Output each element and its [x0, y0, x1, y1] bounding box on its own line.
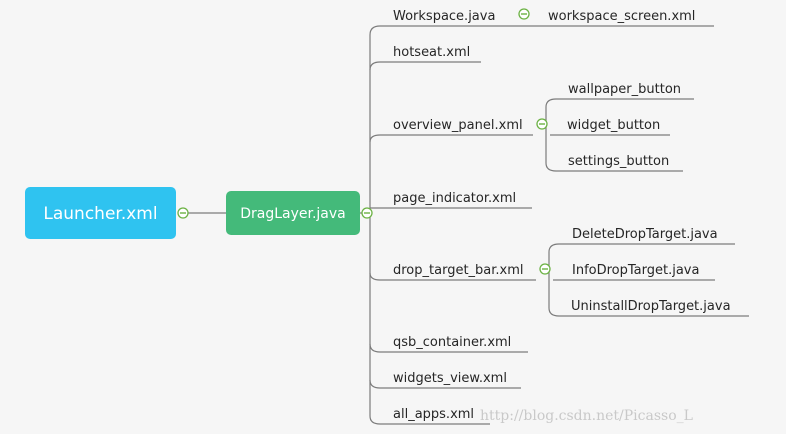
connector-all-apps — [369, 415, 490, 425]
root-node[interactable]: Launcher.xml — [25, 187, 176, 239]
connector-hotseat — [369, 61, 481, 71]
connector-settings-button — [545, 162, 683, 172]
leaf-wallpaper-button[interactable]: wallpaper_button — [568, 82, 681, 97]
branch-widgets-view-xml[interactable]: widgets_view.xml — [393, 371, 507, 386]
root-node-label: Launcher.xml — [43, 204, 157, 224]
circle-minus-icon[interactable] — [177, 207, 189, 219]
draglayer-node-label: DragLayer.java — [240, 206, 346, 222]
circle-minus-icon[interactable] — [536, 118, 548, 130]
draglayer-node-box[interactable] — [226, 191, 360, 235]
branch-qsb-container-xml[interactable]: qsb_container.xml — [393, 335, 511, 350]
circle-minus-icon[interactable] — [539, 263, 551, 275]
root-node-box[interactable] — [25, 187, 176, 239]
leaf-settings-button[interactable]: settings_button — [568, 154, 669, 169]
circle-minus-icon[interactable] — [518, 8, 530, 20]
branch-overview-panel-xml[interactable]: overview_panel.xml — [393, 118, 523, 133]
connector-wallpaper-button — [545, 98, 694, 108]
leaf-widget-button[interactable]: widget_button — [567, 118, 660, 133]
leaf-info-drop-target-java[interactable]: InfoDropTarget.java — [572, 263, 699, 278]
collapse-toggles — [177, 8, 551, 275]
circle-minus-icon[interactable] — [361, 207, 373, 219]
leaf-labels: workspace_screen.xml wallpaper_button wi… — [548, 9, 731, 314]
branch-labels: Workspace.java hotseat.xml overview_pane… — [393, 9, 524, 422]
leaf-delete-drop-target-java[interactable]: DeleteDropTarget.java — [572, 227, 718, 242]
leaf-workspace-screen-xml[interactable]: workspace_screen.xml — [548, 9, 695, 24]
branch-page-indicator-xml[interactable]: page_indicator.xml — [393, 191, 516, 206]
connector-workspace — [369, 25, 527, 36]
connectors — [187, 25, 749, 425]
branch-drop-target-bar-xml[interactable]: drop_target_bar.xml — [393, 263, 524, 278]
watermark: http://blog.csdn.net/Picasso_L — [480, 408, 693, 424]
connector-uninstall-drop — [548, 307, 749, 317]
connector-overview — [369, 134, 533, 143]
connector-delete-drop — [548, 243, 735, 253]
draglayer-node[interactable]: DragLayer.java — [226, 191, 360, 235]
leaf-uninstall-drop-target-java[interactable]: UninstallDropTarget.java — [571, 299, 731, 314]
branch-all-apps-xml[interactable]: all_apps.xml — [393, 407, 474, 422]
branch-hotseat-xml[interactable]: hotseat.xml — [393, 45, 470, 60]
branch-workspace-java[interactable]: Workspace.java — [393, 9, 495, 24]
